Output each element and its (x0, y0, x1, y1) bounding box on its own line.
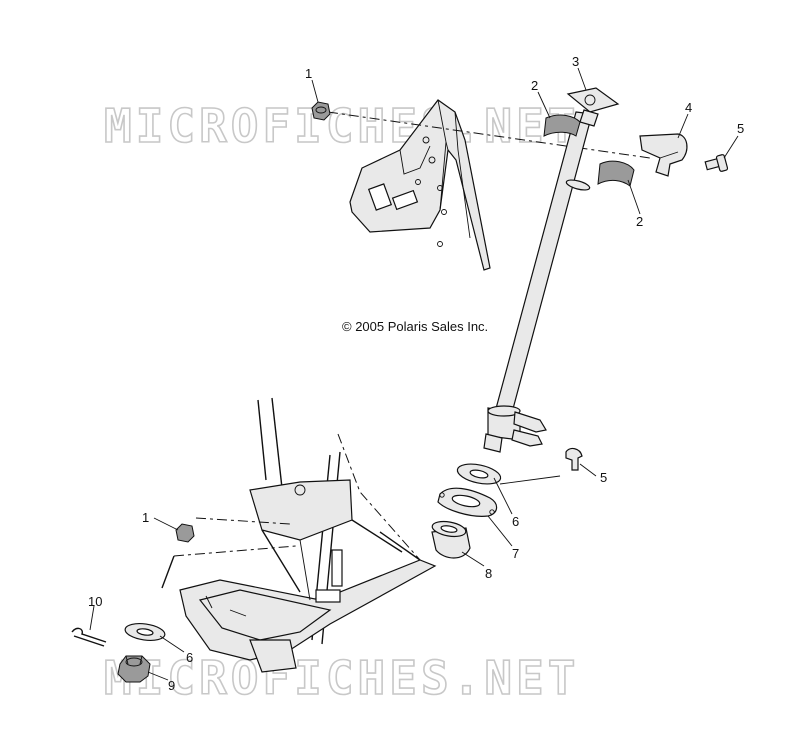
callout-2-lower: 2 (636, 214, 643, 229)
leader-5-lower (579, 463, 597, 477)
lower-bushing (431, 520, 471, 559)
leader-1-upper (311, 79, 319, 103)
leader-6-upper (493, 477, 513, 515)
castle-nut (117, 655, 151, 683)
callout-1-lower: 1 (142, 510, 149, 525)
watermark-bottom: MICROFICHES.NET (104, 651, 579, 705)
leader-8 (461, 551, 485, 567)
leader-9 (147, 671, 169, 681)
callout-9: 9 (168, 678, 175, 693)
lower-frame (179, 397, 437, 673)
copyright-notice: © 2005 Polaris Sales Inc. (342, 319, 489, 334)
cotter-pin (71, 627, 107, 647)
leader-4 (677, 113, 689, 139)
nut-upper (311, 101, 331, 121)
leader-column-to-bolt (499, 475, 561, 485)
callout-5-upper: 5 (737, 121, 744, 136)
bolt-lower (565, 447, 583, 471)
leader-dash-upper (327, 111, 651, 159)
leader-dash-lower-1 (195, 517, 291, 525)
callout-7: 7 (512, 546, 519, 561)
nut-lower (175, 523, 195, 543)
callout-4: 4 (685, 100, 692, 115)
callout-6-lower: 6 (186, 650, 193, 665)
leader-2-upper (537, 91, 551, 119)
leader-7 (487, 515, 513, 547)
callout-10: 10 (88, 594, 102, 609)
watermark-top: MICROFICHES.NET (104, 99, 579, 153)
leader-line-lower-frame (161, 555, 175, 589)
callout-1-upper: 1 (305, 66, 312, 81)
leader-6-lower (159, 635, 185, 653)
column-clamp (639, 133, 688, 177)
leader-2-lower (627, 179, 641, 215)
callout-5-lower: 5 (600, 470, 607, 485)
leader-3 (577, 67, 587, 91)
callout-6-upper: 6 (512, 514, 519, 529)
leader-1-lower (153, 517, 179, 531)
washer-lower (124, 623, 166, 641)
bolt-upper (704, 154, 729, 172)
flange-bearing (437, 487, 498, 517)
leader-10 (89, 605, 95, 631)
steering-column (483, 87, 620, 453)
callout-3: 3 (572, 54, 579, 69)
callout-8: 8 (485, 566, 492, 581)
leader-5-upper (723, 135, 739, 159)
bushing-half-upper (543, 114, 581, 137)
washer-upper (456, 463, 502, 485)
upper-frame-bracket (349, 99, 491, 271)
callout-2-upper: 2 (531, 78, 538, 93)
